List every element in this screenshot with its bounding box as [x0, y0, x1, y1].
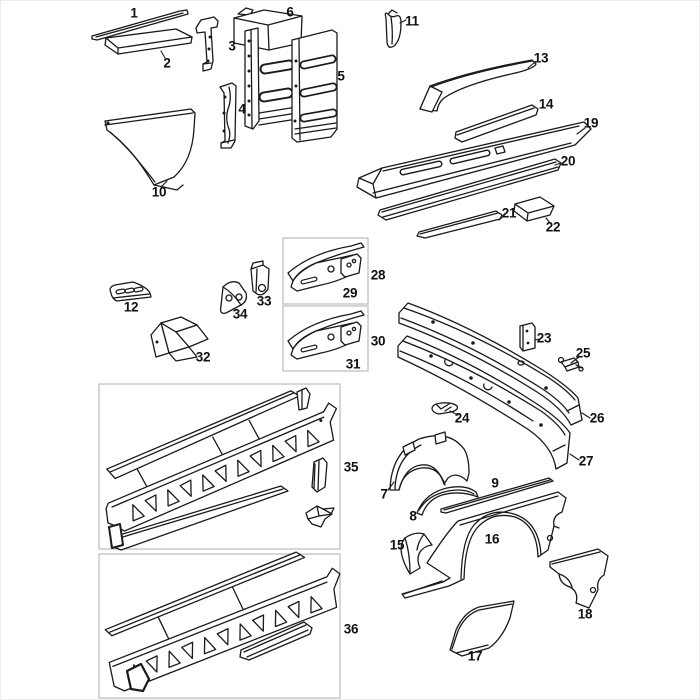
part-32-drawing — [150, 316, 209, 362]
part-23-drawing — [519, 322, 536, 352]
part-9-drawing — [440, 477, 554, 514]
part-17-drawing — [449, 600, 515, 657]
part-2-drawing — [104, 28, 193, 55]
part-4-drawing — [219, 82, 237, 149]
part-label-17[interactable]: 17 — [467, 648, 483, 664]
part-label-35[interactable]: 35 — [343, 459, 359, 475]
part-label-11[interactable]: 11 — [405, 13, 419, 29]
part-34-drawing — [219, 281, 248, 314]
part-18-drawing — [549, 548, 609, 609]
part-label-3[interactable]: 3 — [228, 38, 236, 54]
part-label-10[interactable]: 10 — [151, 184, 167, 200]
part-7-drawing — [389, 431, 470, 491]
part-label-21[interactable]: 21 — [501, 205, 517, 221]
part-label-13[interactable]: 13 — [533, 50, 549, 66]
part-26-drawing — [398, 302, 583, 426]
part-label-23[interactable]: 23 — [536, 330, 552, 346]
part-22-drawing — [513, 196, 555, 222]
part-19-drawing — [356, 121, 592, 199]
part-label-14[interactable]: 14 — [538, 96, 554, 112]
part-36-drawing — [104, 551, 341, 693]
part-8-drawing — [416, 486, 479, 516]
part-label-30[interactable]: 30 — [370, 333, 386, 349]
part-label-18[interactable]: 18 — [577, 606, 593, 622]
part-label-25[interactable]: 25 — [575, 345, 591, 361]
part-label-26[interactable]: 26 — [589, 410, 605, 426]
part-14-drawing — [454, 104, 539, 143]
part-label-24[interactable]: 24 — [454, 410, 470, 426]
part-label-2[interactable]: 2 — [163, 55, 171, 71]
part-label-1[interactable]: 1 — [130, 5, 138, 21]
part-12-drawing — [109, 281, 152, 302]
part-label-6[interactable]: 6 — [286, 4, 294, 20]
part-label-20[interactable]: 20 — [560, 153, 576, 169]
part-label-27[interactable]: 27 — [578, 453, 594, 469]
part-10-drawing — [104, 108, 196, 191]
part-label-16[interactable]: 16 — [484, 531, 500, 547]
part-label-5[interactable]: 5 — [337, 68, 345, 84]
part-3-drawing — [195, 16, 219, 72]
part-label-22[interactable]: 22 — [545, 219, 561, 235]
part-label-32[interactable]: 32 — [195, 349, 211, 365]
leader-lines — [160, 19, 591, 491]
part-label-4[interactable]: 4 — [238, 101, 246, 117]
part-label-33[interactable]: 33 — [256, 293, 272, 309]
part-label-15[interactable]: 15 — [389, 537, 405, 553]
part-13-drawing — [419, 59, 537, 113]
part-35-drawing — [105, 387, 338, 551]
part-15-drawing — [400, 532, 433, 575]
part-label-34[interactable]: 34 — [232, 306, 248, 322]
part-20-drawing — [377, 158, 562, 221]
part-21-drawing — [416, 210, 503, 239]
part-16-drawing — [401, 491, 567, 599]
part-28-29-drawing — [287, 242, 365, 292]
part-label-9[interactable]: 9 — [491, 475, 499, 491]
part-label-8[interactable]: 8 — [409, 508, 417, 524]
part-5-drawing — [291, 29, 338, 143]
part-label-12[interactable]: 12 — [123, 299, 139, 315]
part-27-drawing — [397, 335, 571, 470]
part-1-drawing — [91, 9, 189, 41]
part-label-31[interactable]: 31 — [345, 356, 361, 372]
part-33-drawing — [250, 260, 270, 296]
part-label-28[interactable]: 28 — [370, 267, 386, 283]
part-label-19[interactable]: 19 — [583, 115, 599, 131]
part-label-29[interactable]: 29 — [342, 285, 358, 301]
part-11-drawing — [384, 9, 402, 48]
part-label-36[interactable]: 36 — [343, 621, 359, 637]
part-label-7[interactable]: 7 — [380, 486, 388, 502]
